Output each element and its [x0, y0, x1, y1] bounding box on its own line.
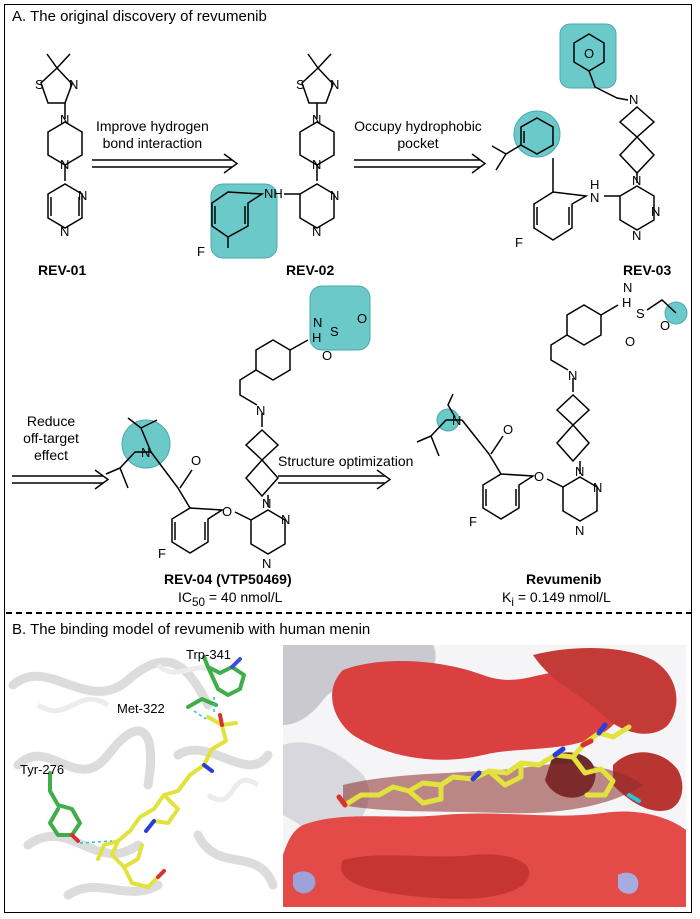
- highlight-tetrahydropyran: [559, 23, 617, 89]
- atom-s: S: [636, 306, 645, 321]
- residue-label: Trp-341: [186, 647, 232, 662]
- structure-rev-03: [491, 33, 656, 241]
- atom-o: O: [191, 453, 201, 468]
- atom-h: H: [590, 177, 599, 192]
- compound-label: Revumenib: [526, 571, 602, 587]
- atom-n: N: [312, 157, 321, 172]
- atom-n: N: [593, 480, 602, 495]
- atom-n: N: [141, 445, 150, 460]
- atom-s: S: [35, 77, 44, 92]
- panel-divider: [6, 612, 692, 614]
- atom-h: H: [622, 295, 631, 310]
- atom-n: N: [313, 315, 322, 330]
- atom-n: N: [590, 190, 599, 205]
- panel-a-structures: S N N N N N S N N: [12, 23, 688, 571]
- activity-value: IC50 = 40 nmol/L: [178, 589, 283, 609]
- atom-n: N: [651, 204, 660, 219]
- atom-o: O: [357, 311, 367, 326]
- atom-n: N: [60, 157, 69, 172]
- atom-n: N: [60, 224, 69, 239]
- atom-nh: NH: [264, 186, 283, 201]
- atom-n: N: [312, 224, 321, 239]
- atom-f: F: [469, 514, 477, 529]
- highlight-sulfonamide: [309, 285, 371, 351]
- arrow-1: [92, 153, 239, 174]
- activity-value: Ki = 0.149 nmol/L: [502, 589, 611, 609]
- atoms-rev-01: S N N N N N: [35, 77, 87, 239]
- atom-n: N: [632, 228, 641, 243]
- highlight-amide-n: [121, 419, 171, 469]
- atom-f: F: [197, 244, 205, 259]
- residue-label: Met-322: [117, 701, 165, 716]
- atom-n: N: [568, 368, 577, 383]
- atoms-rev-04: H N S O O N N N N O O N F: [141, 311, 367, 571]
- compound-label: REV-02: [286, 262, 335, 278]
- atom-s: S: [330, 324, 339, 339]
- structure-rev-04: [105, 339, 309, 555]
- figure-frame: [4, 4, 692, 913]
- structure-revumenib: [416, 299, 677, 522]
- atom-n: N: [262, 496, 271, 511]
- atom-o: O: [534, 469, 544, 484]
- atom-o: O: [625, 334, 635, 349]
- atom-n: N: [632, 173, 641, 188]
- compound-label: REV-03: [623, 262, 672, 278]
- binding-model-cartoon: [8, 645, 278, 905]
- atom-n: N: [78, 188, 87, 203]
- atom-n: N: [60, 112, 69, 127]
- structure-rev-01: [40, 53, 83, 229]
- atom-n: N: [452, 413, 461, 428]
- atom-o: O: [503, 422, 513, 437]
- atom-n: N: [312, 112, 321, 127]
- atom-n: N: [575, 464, 584, 479]
- atom-s: S: [296, 77, 305, 92]
- compound-label: REV-01: [38, 262, 87, 278]
- atom-o: O: [660, 318, 670, 333]
- atom-n: N: [69, 77, 78, 92]
- atoms-revumenib: H N S O O N N N N O O N F: [452, 280, 670, 538]
- atom-n: N: [281, 512, 290, 527]
- atom-n: N: [330, 77, 339, 92]
- compound-label: REV-04 (VTP50469): [164, 571, 292, 587]
- residue-label: Tyr-276: [20, 762, 65, 777]
- atom-f: F: [515, 235, 523, 250]
- atom-f: F: [158, 546, 166, 561]
- arrow-3: [12, 469, 110, 490]
- step-4-label: Structure optimization: [278, 453, 414, 469]
- structure-rev-02: [211, 53, 335, 248]
- panel-b-title: B. The binding model of revumenib with h…: [12, 621, 371, 638]
- binding-model-surface: [283, 645, 686, 907]
- panel-a-title: A. The original discovery of revumenib: [12, 8, 267, 25]
- atom-o: O: [322, 348, 332, 363]
- atom-n: N: [629, 92, 638, 107]
- atom-n: N: [575, 523, 584, 538]
- atoms-rev-02: S N N N N N NH F: [197, 77, 339, 259]
- atoms-rev-03: O N N N N H N F: [515, 46, 660, 250]
- atom-n: N: [623, 280, 632, 295]
- highlight-phenyl: [513, 110, 561, 158]
- atom-o: O: [222, 504, 232, 519]
- arrow-4: [278, 469, 392, 490]
- arrow-2: [354, 153, 487, 174]
- atom-n: N: [256, 403, 265, 418]
- atom-n: N: [330, 188, 339, 203]
- atom-o: O: [584, 46, 594, 61]
- atom-n: N: [262, 556, 271, 571]
- atom-h: H: [312, 330, 321, 345]
